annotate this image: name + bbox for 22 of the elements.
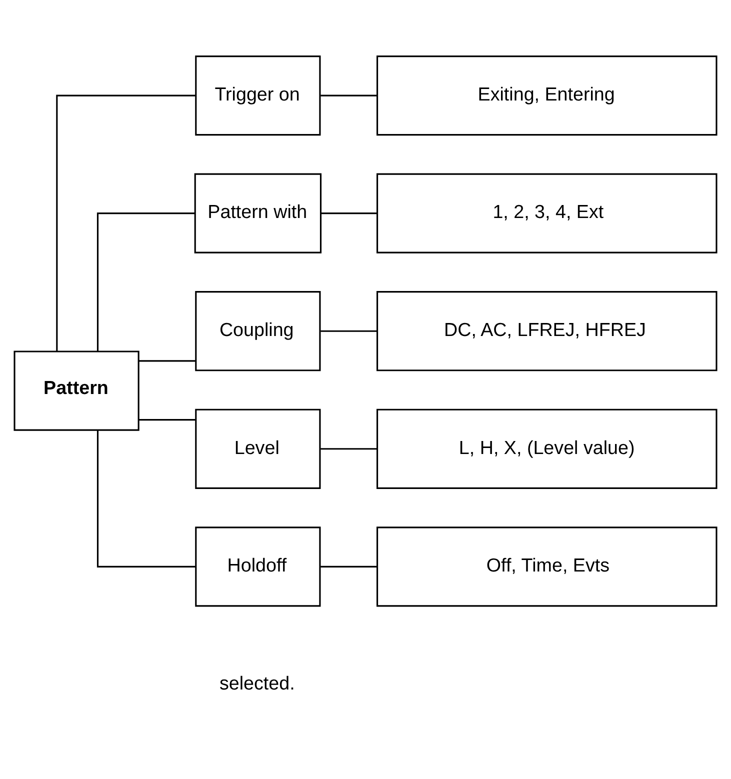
node-box: L, H, X, (Level value) xyxy=(376,408,718,488)
node-box: Pattern with xyxy=(194,172,322,253)
node-box: Exiting, Entering xyxy=(376,55,718,136)
node-box: Pattern xyxy=(14,350,140,430)
node-box: 1, 2, 3, 4, Ext xyxy=(376,172,718,253)
connector xyxy=(96,212,196,351)
node-box: Trigger on xyxy=(195,55,321,136)
label: selected. xyxy=(219,672,295,693)
connector xyxy=(138,418,196,420)
connector xyxy=(96,430,196,567)
connector xyxy=(320,565,378,567)
connector xyxy=(56,94,196,350)
connector xyxy=(320,94,378,96)
node-box: Level xyxy=(195,408,321,488)
connector xyxy=(321,212,378,214)
node-box: Off, Time, Evts xyxy=(376,526,718,606)
connector xyxy=(320,448,378,450)
connector xyxy=(320,330,378,332)
node-box: DC, AC, LFREJ, HFREJ xyxy=(376,290,718,371)
connector xyxy=(138,360,196,362)
node-box: Coupling xyxy=(195,290,321,371)
node-box: Holdoff xyxy=(195,526,321,606)
